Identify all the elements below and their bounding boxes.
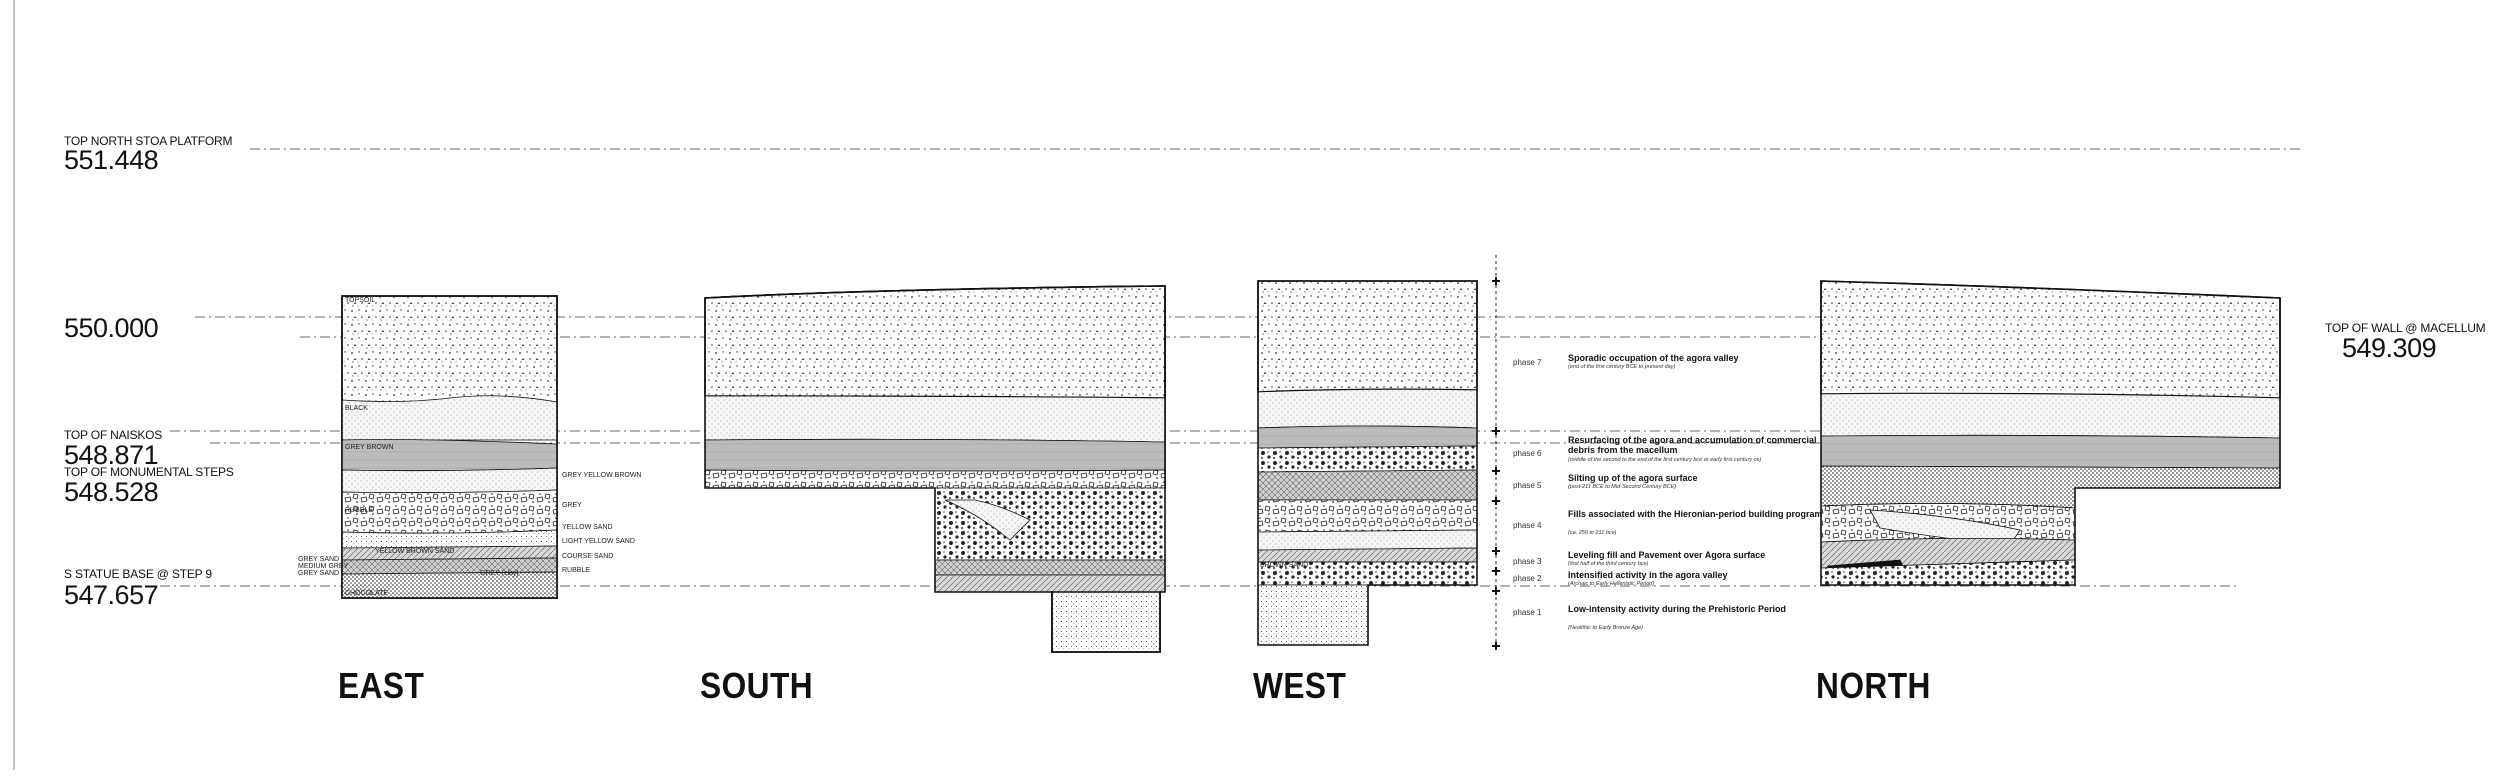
phase-2-date: (Archaic to Early Hellenistic Period) bbox=[1568, 581, 1655, 587]
datum-label-statue-base: S STATUE BASE @ STEP 9 bbox=[64, 567, 212, 581]
datum-value-top-naiskos: 548.871 bbox=[64, 440, 159, 470]
east-label-yellow-brown-sand: YELLOW BROWN SAND bbox=[375, 548, 455, 555]
west-section bbox=[1257, 280, 1478, 646]
phase-2-title: Intensified activity in the agora valley bbox=[1568, 570, 1728, 580]
phase-4-number: phase 4 bbox=[1513, 521, 1542, 530]
east-label-grey-sand: GREY SAND bbox=[298, 556, 340, 563]
west-label-brown-sand: BROWN SAND bbox=[1260, 562, 1309, 569]
north-section bbox=[1820, 280, 2281, 586]
phase-1-number: phase 1 bbox=[1513, 608, 1542, 617]
east-label-rubble-left: RUBBLE bbox=[345, 507, 374, 514]
phase-4-date: (ca. 250 to 211 bce) bbox=[1568, 530, 1617, 536]
datum-label-top-wall: TOP OF WALL @ MACELLUM bbox=[2325, 321, 2486, 335]
section-title-north: NORTH bbox=[1816, 665, 1931, 706]
phase-2-number: phase 2 bbox=[1513, 574, 1542, 583]
east-label-grey-yellow-brown: GREY YELLOW BROWN bbox=[562, 472, 642, 479]
east-label-grey-sand-2: GREY SAND bbox=[298, 570, 340, 577]
phase-7-title: Sporadic occupation of the agora valley bbox=[1568, 353, 1739, 363]
datum-value-top-north-stoa: 551.448 bbox=[64, 145, 159, 175]
phase-3-number: phase 3 bbox=[1513, 557, 1542, 566]
east-label-rubble-right: RUBBLE bbox=[562, 567, 591, 574]
section-title-west: WEST bbox=[1253, 665, 1347, 706]
phase-7-number: phase 7 bbox=[1513, 358, 1542, 367]
east-label-grey-brown: GREY BROWN bbox=[345, 444, 394, 451]
datum-value-statue-base: 547.657 bbox=[64, 580, 159, 610]
section-title-east: EAST bbox=[338, 665, 425, 706]
phase-3-date: (first half of the third century bce) bbox=[1568, 561, 1649, 567]
east-label-chocolate: CHOCOLATE bbox=[345, 590, 389, 597]
datum-value-top-wall: 549.309 bbox=[2342, 333, 2437, 363]
east-label-yellow-sand: YELLOW SAND bbox=[562, 524, 613, 531]
east-label-black: BLACK bbox=[345, 405, 368, 412]
phase-5-number: phase 5 bbox=[1513, 481, 1542, 490]
east-label-light-yellow-sand: LIGHT YELLOW SAND bbox=[562, 538, 635, 545]
section-title-south: SOUTH bbox=[700, 665, 814, 706]
phase-6-number: phase 6 bbox=[1513, 449, 1542, 458]
datum-value-550: 550.000 bbox=[64, 313, 159, 343]
phase-axis bbox=[1492, 255, 1500, 650]
east-label-medium-grey: MEDIUM GREY bbox=[298, 563, 349, 570]
east-label-grey: GREY bbox=[562, 502, 582, 509]
east-label-topsoil: TOPSOIL bbox=[345, 297, 376, 304]
east-label-course-sand: COURSE SAND bbox=[562, 553, 614, 560]
south-section bbox=[704, 285, 1166, 653]
phase-7-date: (end of the first century BCE to present… bbox=[1568, 364, 1676, 370]
datum-label-top-steps: TOP OF MONUMENTAL STEPS bbox=[64, 465, 234, 479]
east-section bbox=[341, 295, 558, 599]
phase-1-date: (Neolithic to Early Bronze Age) bbox=[1568, 625, 1643, 631]
phase-4-title: Fills associated with the Hieronian-peri… bbox=[1568, 509, 1823, 519]
phase-5-date: (post-211 BCE to Mid-Second Century BCE) bbox=[1568, 484, 1677, 490]
east-label-grey-clay: GREY (clay) bbox=[480, 570, 519, 577]
phase-6-date: (middle of the second to the end of the … bbox=[1568, 457, 1762, 463]
datum-label-top-naiskos: TOP OF NAISKOS bbox=[64, 428, 163, 442]
datum-label-top-north-stoa: TOP NORTH STOA PLATFORM bbox=[64, 134, 233, 148]
phase-5-title: Silting up of the agora surface bbox=[1568, 473, 1698, 483]
datum-value-top-steps: 548.528 bbox=[64, 477, 159, 507]
phase-1-title: Low-intensity activity during the Prehis… bbox=[1568, 604, 1787, 614]
phase-6-title: Resurfacing of the agora and accumulatio… bbox=[1568, 435, 1817, 455]
phase-3-title: Leveling fill and Pavement over Agora su… bbox=[1568, 550, 1766, 560]
